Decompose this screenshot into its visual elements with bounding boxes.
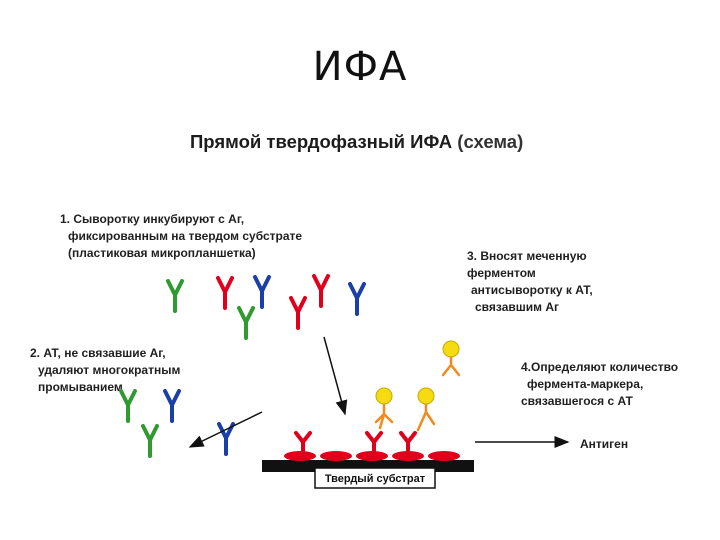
antibody-green-2 [237,306,255,340]
step-1-line-2: фиксированным на твердом субстрате [68,229,303,243]
antibody-shape [348,282,366,316]
enzyme-marker-free [442,340,460,358]
labeled-antiserum-free [441,340,461,377]
antibody-shape [119,389,137,423]
step-4-line-2: фермента-маркера, [527,377,644,391]
antibody-shape [163,389,181,423]
step-4-line-3: связавшегося с АТ [521,394,633,408]
antigen-row [284,451,460,461]
antigen-label: Антиген [580,437,629,451]
antibody-blue-4 [217,422,235,456]
antigen-1 [284,451,316,461]
scheme-title-subtitle: (схема) [457,131,524,152]
antibody-shape [216,276,234,310]
antigen-2 [320,451,352,461]
step-1-line-1: 1. Сыворотку инкубируют с Аг, [60,212,245,226]
antibody-shape [217,422,235,456]
labeled-antiserum-1 [374,387,394,430]
bound-antibody-1 [294,431,312,456]
antibody-shape [312,274,330,308]
step-2-line-1: 2. АТ, не связавшие Аг, [30,346,166,360]
step-4-text: 4.Определяют количество фермента-маркера… [521,359,678,410]
antibody-red-3 [312,274,330,308]
antibody-green-4 [141,424,159,458]
step-3-line-3: антисыворотку к АТ, [471,283,593,297]
antibody-red-2 [289,296,307,330]
arrow-to-washed [188,411,263,448]
antibody-blue-1 [253,275,271,309]
slide-title: ИФА [312,44,408,90]
antibody-blue-2 [348,282,366,316]
step-3-line-1: 3. Вносят меченную [467,249,587,263]
bound-antibody-2 [365,431,383,456]
antibody-shape [141,424,159,458]
scheme-title: Прямой твердофазный ИФА (схема) [190,131,523,153]
step-4-line-1: 4.Определяют количество [521,360,679,374]
step-3-text: 3. Вносят меченную ферментом антисыворот… [467,248,593,316]
substrate-label: Твердый субстрат [325,473,426,485]
bound-antibody-3 [399,431,417,456]
step-3-line-2: ферментом [467,266,536,280]
scheme-title-main: Прямой твердофазный ИФА [190,131,453,152]
antibody-shape [253,275,271,309]
step-3-line-4: связавшим Аг [475,300,560,314]
arrow-to-substrate [323,336,348,416]
antigen-3 [356,451,388,461]
labeled-antiserum-2 [416,387,436,432]
enzyme-marker-1 [375,387,393,405]
antibody-shape [166,279,184,313]
step-2-line-3: промыванием [38,380,123,394]
antibody-green-1 [166,279,184,313]
step-1-text: 1. Сыворотку инкубируют с Аг, фиксирован… [60,211,302,262]
step-2-text: 2. АТ, не связавшие Аг, удаляют многокра… [30,345,180,396]
antigen-5 [428,451,460,461]
antibody-red-1 [216,276,234,310]
antibody-shape [237,306,255,340]
step-2-line-2: удаляют многократным [38,363,181,377]
antibody-blue-3 [163,389,181,423]
antibody-green-3 [119,389,137,423]
antibody-shape [289,296,307,330]
enzyme-marker-2 [417,387,435,405]
substrate-label-box [314,467,436,489]
step-1-line-3: (пластиковая микропланшетка) [68,246,256,260]
